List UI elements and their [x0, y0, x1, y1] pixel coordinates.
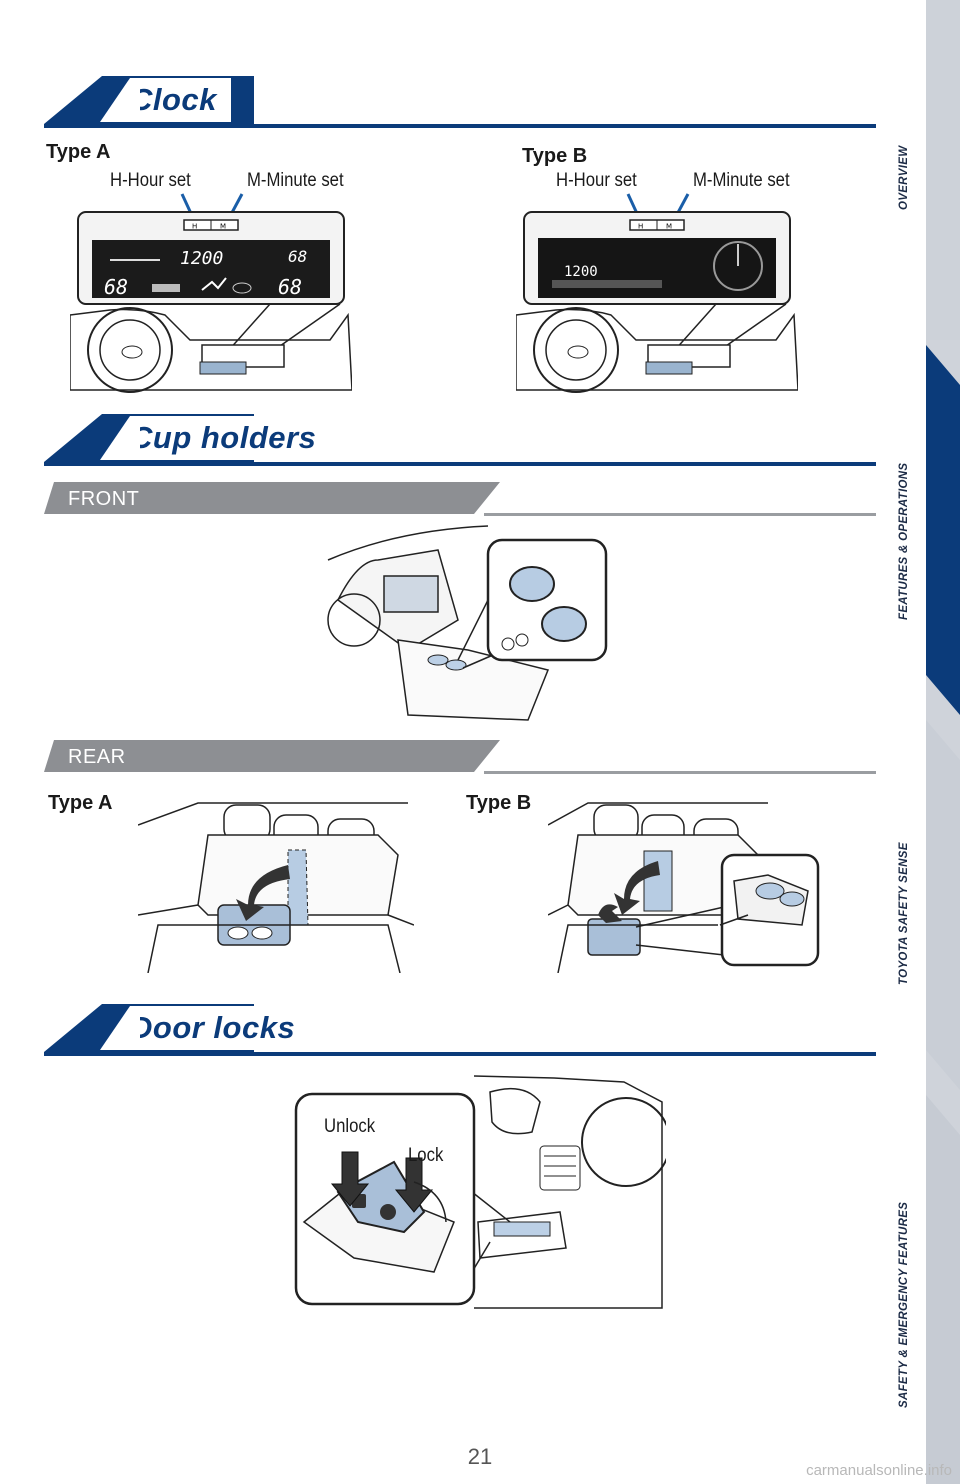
unlock-callout: Unlock	[324, 1116, 376, 1137]
section-header-cup-holders: Cup holders	[44, 414, 876, 466]
clock-type-b-illustration: H M 1200	[516, 193, 798, 393]
page-number: 21	[467, 1444, 493, 1469]
rear-type-a-label: Type A	[48, 792, 113, 814]
door-lock-illustration	[294, 1075, 666, 1309]
nav-tab-features-active[interactable]	[926, 345, 960, 715]
nav-tab-safety-sense[interactable]	[926, 720, 960, 1090]
svg-text:M: M	[666, 223, 672, 231]
subheader-rear: REAR	[44, 740, 876, 776]
svg-text:68: 68	[104, 275, 128, 299]
nav-tab-overview[interactable]	[926, 0, 960, 340]
rear-type-b-label: Type B	[466, 792, 532, 814]
svg-text:68: 68	[288, 247, 307, 266]
svg-text:M: M	[220, 223, 226, 231]
lock-callout: Lock	[408, 1145, 444, 1166]
svg-text:68: 68	[278, 275, 302, 299]
section-header-clock: Clock	[44, 76, 876, 128]
clock-b-hour-callout: H-Hour set	[556, 170, 637, 191]
section-title-cup-holders: Cup holders	[130, 416, 331, 460]
clock-a-display-time: 1200	[180, 248, 223, 269]
clock-a-hour-callout: H-Hour set	[110, 170, 191, 191]
subheader-front: FRONT	[44, 482, 876, 518]
clock-type-a-illustration: H M 1200 68 68 68	[70, 193, 352, 393]
clock-type-a-label: Type A	[46, 141, 111, 163]
svg-text:H: H	[192, 223, 197, 231]
footer-watermark: carmanualsonline.info	[806, 1462, 952, 1479]
section-title-clock: Clock	[130, 78, 231, 122]
clock-a-minute-callout: M-Minute set	[247, 170, 344, 191]
subheader-rear-label: REAR	[68, 746, 126, 768]
clock-b-display-time: 1200	[564, 264, 598, 280]
rear-cup-holder-type-b-illustration	[548, 802, 820, 973]
subheader-front-label: FRONT	[68, 488, 140, 510]
rear-cup-holder-type-a-illustration	[138, 802, 414, 973]
clock-b-minute-callout: M-Minute set	[693, 170, 790, 191]
clock-type-b-label: Type B	[522, 145, 588, 167]
section-title-door-locks: Door locks	[130, 1006, 310, 1050]
front-cup-holder-illustration	[327, 525, 608, 721]
svg-text:H: H	[638, 223, 643, 231]
nav-tab-emergency[interactable]	[926, 1095, 960, 1484]
section-header-door-locks: Door locks	[44, 1004, 876, 1056]
